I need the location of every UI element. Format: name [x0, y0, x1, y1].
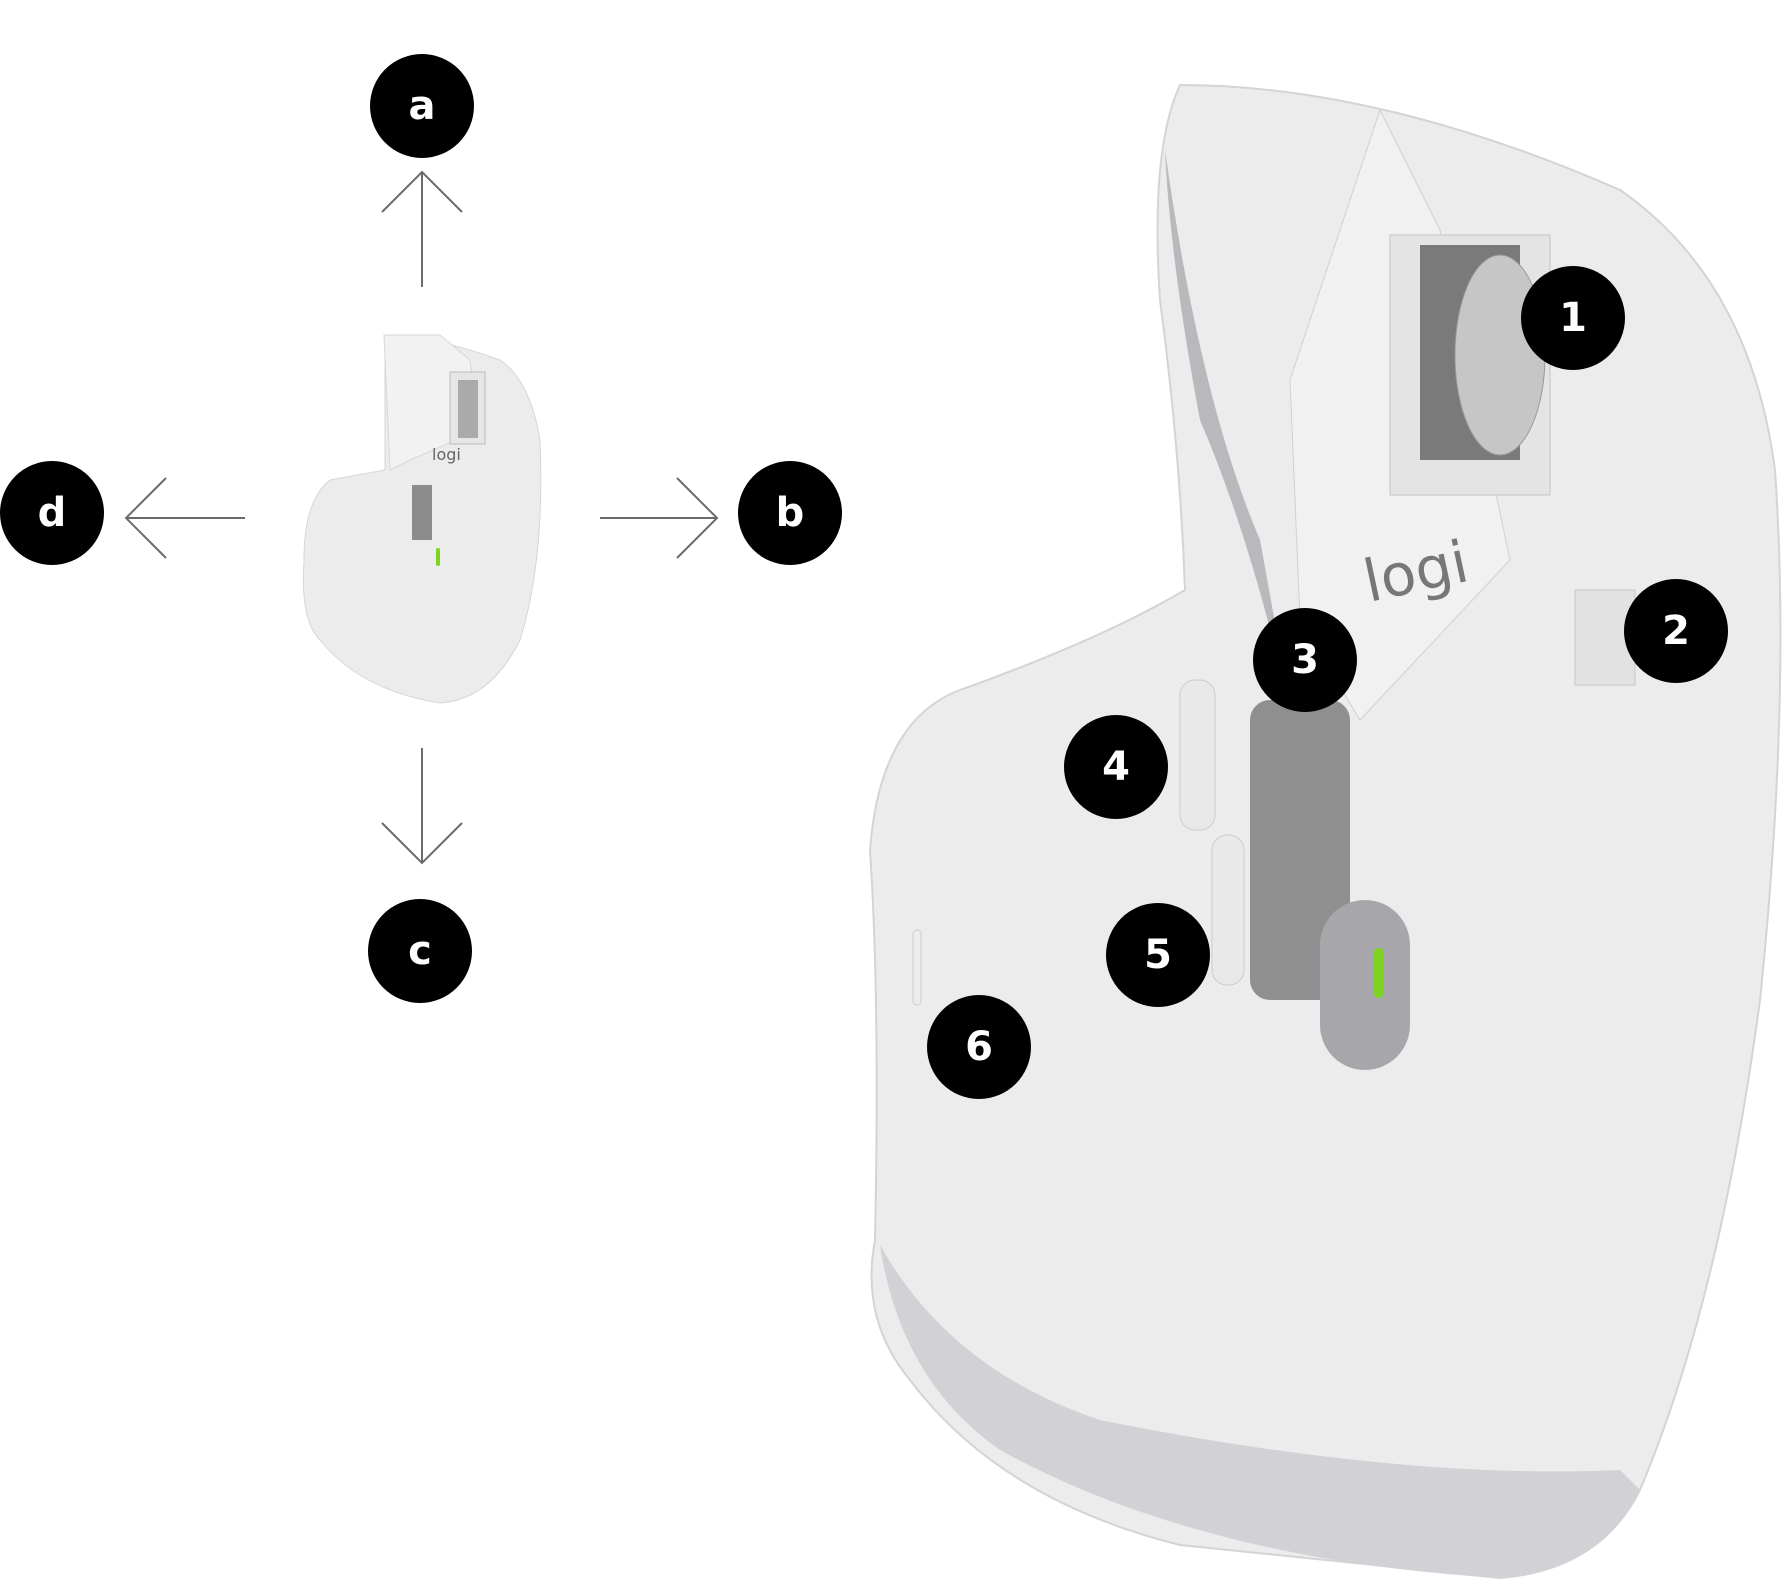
- large-mouse-image: logi: [868, 83, 1782, 1580]
- direction-badge-left: d: [0, 461, 104, 565]
- arrow-left-icon: [124, 477, 245, 559]
- arrow-up-icon: [381, 170, 463, 287]
- callout-scroll-wheel: 1: [1521, 266, 1625, 370]
- direction-badge-down: c: [368, 899, 472, 1003]
- callout-mode-shift-button: 2: [1624, 579, 1728, 683]
- direction-badge-up: a: [370, 54, 474, 158]
- callout-forward-button: 4: [1064, 715, 1168, 819]
- direction-badge-right: b: [738, 461, 842, 565]
- direction-arrows: [124, 170, 719, 865]
- callout-thumb-wheel: 3: [1253, 608, 1357, 712]
- arrow-right-icon: [600, 477, 719, 559]
- svg-text:logi: logi: [432, 445, 461, 464]
- callout-gesture-button: 6: [927, 995, 1031, 1099]
- callout-back-button: 5: [1106, 903, 1210, 1007]
- arrow-down-icon: [381, 748, 463, 865]
- small-mouse-image: logi: [302, 334, 542, 704]
